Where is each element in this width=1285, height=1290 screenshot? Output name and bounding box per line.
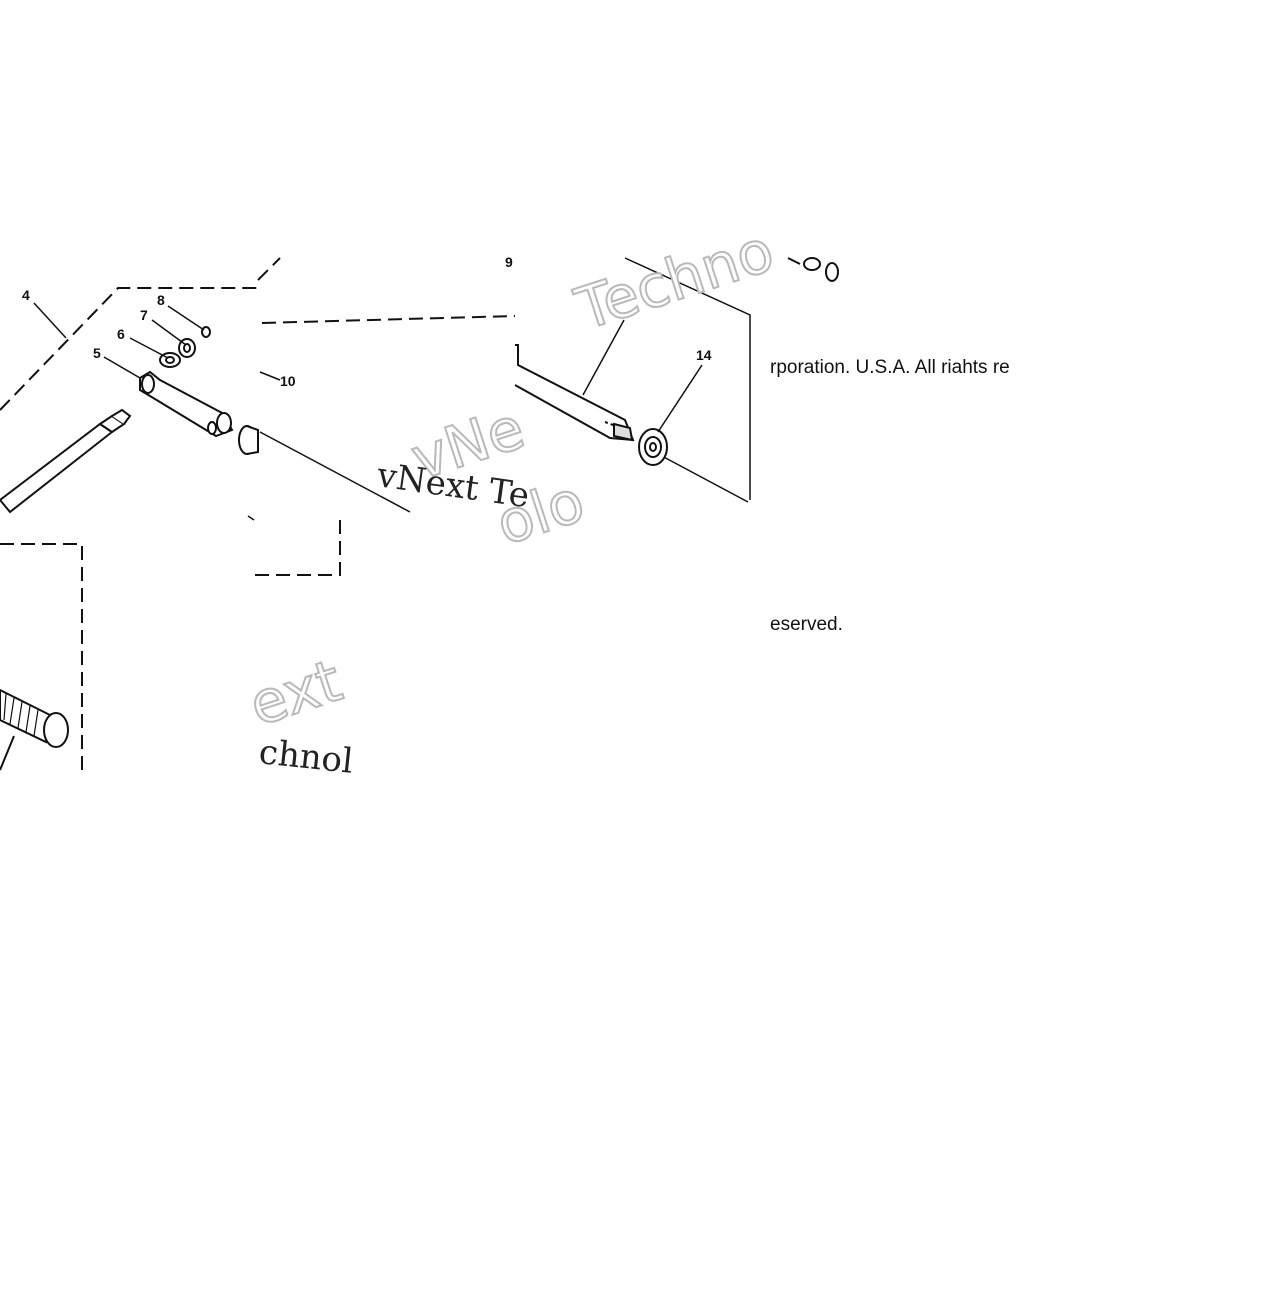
watermark-fragments: Techno vNe vNext Te olo ext chnol [240, 215, 782, 782]
bearing-part [638, 428, 668, 466]
watermark-ext: ext [241, 646, 349, 739]
copyright-line-1: rporation. U.S.A. All riahts re [770, 357, 1010, 378]
callout-10: 10 [280, 373, 296, 389]
bushing-part [238, 425, 259, 455]
top-right-fasteners [787, 257, 839, 282]
callout-14: 14 [696, 347, 712, 363]
washer-stack [159, 326, 211, 368]
watermark-vnext-top: vNe [403, 394, 532, 494]
callout-labels: 4 8 7 6 5 10 9 14 [22, 254, 712, 389]
rod-end-part [139, 370, 234, 438]
callout-9: 9 [505, 254, 513, 270]
left-tube [0, 408, 132, 514]
dashed-frames [0, 257, 751, 770]
copyright-line-2: eserved. [770, 614, 843, 635]
callout-4: 4 [22, 287, 30, 303]
long-shaft-part [514, 344, 635, 442]
watermark-chnol: chnol [257, 732, 355, 782]
callout-8: 8 [157, 292, 165, 308]
callout-5: 5 [93, 345, 101, 361]
leader-lines [33, 302, 703, 521]
frame-diagonal [259, 431, 749, 513]
knurled-grip-part [0, 688, 69, 771]
callout-7: 7 [140, 307, 148, 323]
callout-6: 6 [117, 326, 125, 342]
